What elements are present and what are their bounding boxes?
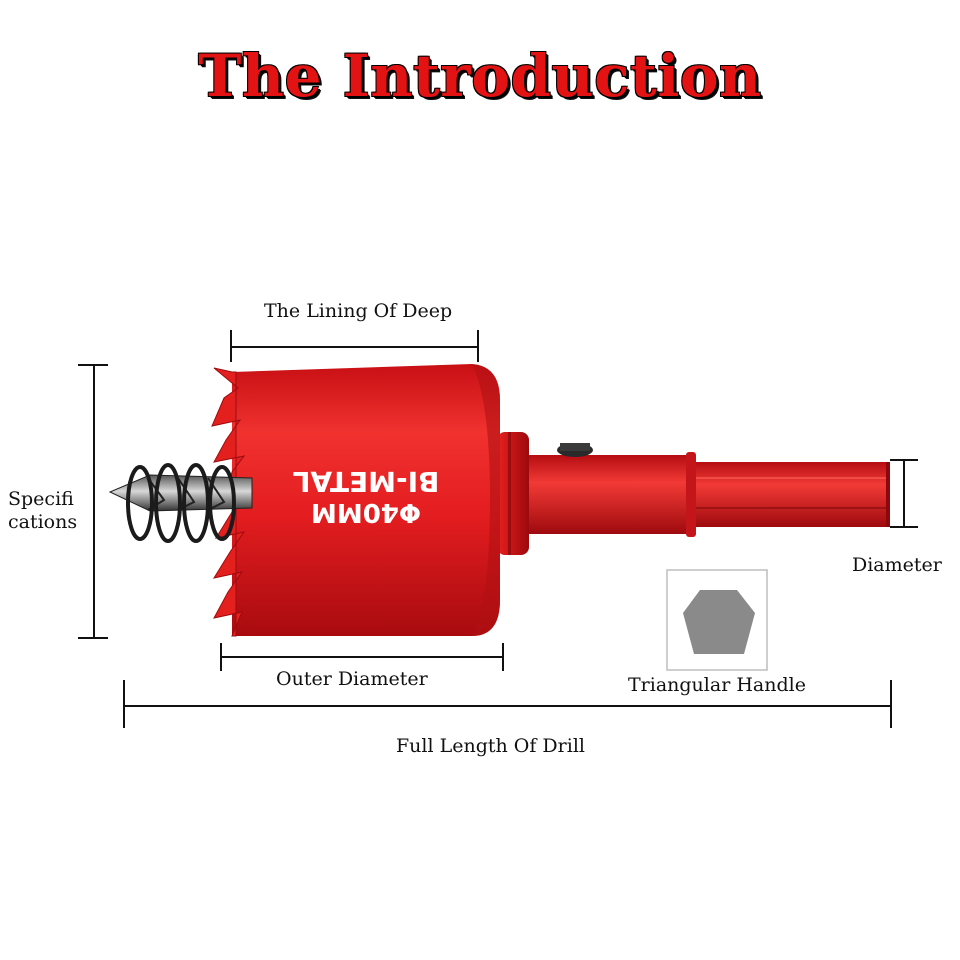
hex-shank (690, 462, 890, 527)
shank-neck (522, 443, 696, 537)
saw-print-size: Φ40MM (311, 497, 421, 527)
full-length-dimension (123, 680, 892, 728)
full-length-label: Full Length Of Drill (396, 735, 585, 757)
specifications-dimension (78, 364, 108, 639)
diameter-label: Diameter (852, 554, 942, 576)
saw-cup-body (211, 364, 500, 637)
saw-print-material: BI-METAL (292, 465, 439, 498)
specifications-label-line2: cations (8, 511, 78, 533)
specifications-label-line1: Specifi (8, 488, 74, 510)
saw-print: Φ40MM BI-METAL (292, 465, 439, 527)
triangular-handle-label: Triangular Handle (628, 674, 806, 696)
arbor-cap (497, 432, 529, 555)
outer-diameter-dimension (220, 643, 504, 671)
page-title: The Introduction (198, 42, 762, 110)
hex-shank-cross-section (683, 590, 755, 654)
shank-diameter-dimension (890, 459, 918, 528)
triangular-handle-inset (666, 569, 768, 671)
lining-depth-dimension (230, 330, 479, 362)
ejector-spring (126, 463, 236, 543)
outer-diameter-label: Outer Diameter (276, 668, 428, 690)
lining-depth-label: The Lining Of Deep (264, 300, 453, 322)
